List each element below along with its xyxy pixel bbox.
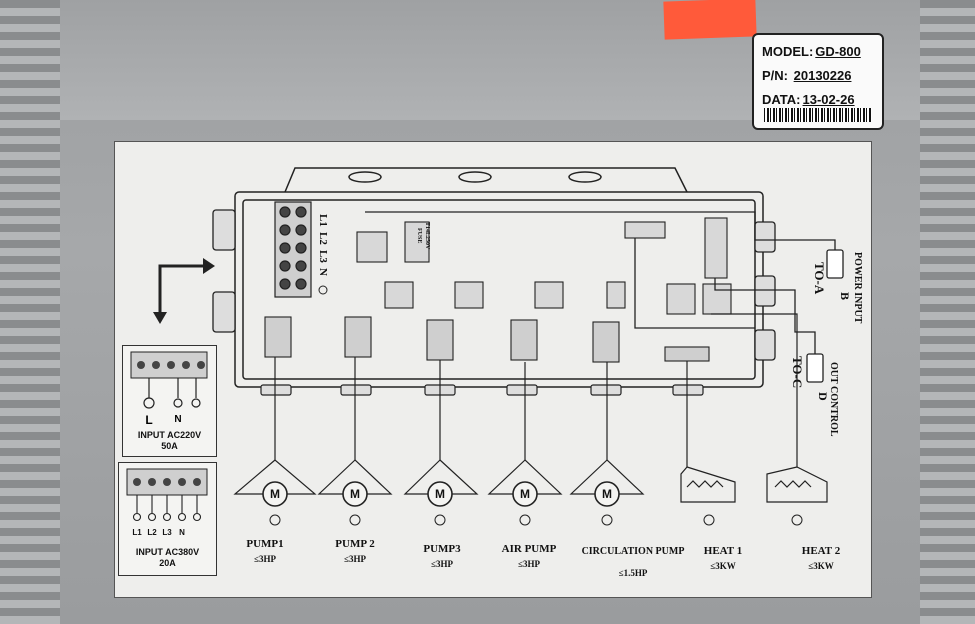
- input-220-current: 50A: [161, 441, 178, 451]
- load-name-heat2: HEAT 2: [802, 545, 841, 557]
- input-380-caption: INPUT AC380V: [135, 547, 200, 557]
- arrow-head-right-icon: [203, 258, 215, 274]
- orange-sticker: [663, 0, 757, 40]
- load-name-circulation-pump: CIRCULATION PUMP: [582, 546, 685, 557]
- control-wires: [365, 211, 836, 354]
- input-ac380v-terminals: L1 L2 L3 N: [126, 468, 208, 537]
- input-ac380v-box: L1 L2 L3 N INPUT AC380V 20A: [118, 462, 217, 576]
- load-rating-pump3: ≤3HP: [431, 559, 453, 569]
- data-row: DATA:13-02-26: [762, 88, 874, 112]
- enclosure-ribs-right: [920, 0, 975, 624]
- fuse-rating-label: T14L250V: [424, 222, 430, 250]
- motor-5-symbol: M: [602, 487, 612, 501]
- barcode-icon: [764, 108, 872, 122]
- input-380-l3-label: L3: [162, 528, 172, 537]
- connector-d-label: D: [816, 392, 830, 401]
- motor-1-symbol: M: [270, 487, 280, 501]
- data-label: DATA:: [762, 92, 801, 107]
- out-control-label: OUT CONTROL: [828, 362, 839, 437]
- arrow-head-down-icon: [153, 312, 167, 324]
- terminal-label-l2: L2: [317, 232, 329, 245]
- input-380-l2-label: L2: [147, 528, 157, 537]
- terminal-label-l1: L1: [317, 214, 329, 227]
- board-components: [356, 217, 732, 315]
- load-rating-circulation-pump: ≤1.5HP: [619, 568, 648, 578]
- load-rating-heat2: ≤3KW: [808, 561, 833, 571]
- pn-row: P/N: 20130226: [762, 64, 874, 88]
- model-label: MODEL:: [762, 44, 814, 59]
- load-name-pump3: PUMP3: [423, 543, 461, 555]
- motor-3-symbol: M: [435, 487, 445, 501]
- load-name-heat1: HEAT 1: [704, 545, 742, 557]
- control-board-outline: [234, 167, 764, 388]
- connector-b-label: B: [838, 292, 852, 300]
- load-rating-air-pump: ≤3HP: [518, 559, 540, 569]
- load-rating-pump2: ≤3HP: [344, 554, 366, 564]
- terminal-label-n: N: [317, 268, 329, 276]
- terminal-label-l3: L3: [317, 250, 329, 263]
- motor-icons: [262, 481, 620, 507]
- input-220-l-label: L: [145, 413, 152, 427]
- out-control-connector: [806, 353, 824, 383]
- heater-symbols: [680, 466, 828, 503]
- power-input-connector: [826, 249, 844, 279]
- input-ac220v-terminals: L N: [130, 351, 208, 427]
- ground-icon: [318, 285, 328, 295]
- load-name-pump2: PUMP 2: [335, 538, 375, 550]
- cable-glands-left: [212, 209, 236, 333]
- load-rating-heat1: ≤3KW: [710, 561, 735, 571]
- model-row: MODEL:GD-800: [762, 40, 874, 64]
- input-380-l1-label: L1: [132, 528, 142, 537]
- load-name-pump1: PUMP1: [246, 538, 283, 550]
- load-wires: [274, 313, 798, 467]
- pn-value: 20130226: [793, 68, 852, 83]
- motor-2-symbol: M: [350, 487, 360, 501]
- wiring-diagram-label: L1 L2 L3 N FUSE T14L250V POWER INPUT B T…: [114, 141, 872, 598]
- pn-label: P/N:: [762, 68, 788, 83]
- main-terminal-block: [274, 201, 312, 298]
- data-value: 13-02-26: [802, 92, 855, 107]
- fuse-label: FUSE: [416, 228, 422, 243]
- to-a-label: TO-A: [812, 262, 827, 295]
- load-rating-pump1: ≤3HP: [254, 554, 276, 564]
- input-380-current: 20A: [159, 558, 176, 568]
- enclosure-ribs-left: [0, 0, 60, 624]
- input-ac220v-box: L N INPUT AC220V 50A: [122, 345, 217, 457]
- input-220-n-label: N: [174, 414, 181, 425]
- wiring-diagram: L1 L2 L3 N FUSE T14L250V POWER INPUT B T…: [153, 167, 863, 578]
- ground-icons: [269, 514, 803, 526]
- input-380-n-label: N: [179, 528, 185, 537]
- output-terminals: [264, 316, 710, 363]
- model-value: GD-800: [815, 44, 861, 59]
- cable-glands-right: [754, 221, 776, 361]
- motor-4-symbol: M: [520, 487, 530, 501]
- power-input-label: POWER INPUT: [852, 252, 863, 324]
- direction-arrow-icon: [158, 264, 203, 312]
- load-name-air-pump: AIR PUMP: [502, 543, 557, 555]
- input-220-caption: INPUT AC220V: [137, 430, 202, 440]
- nameplate-tag: MODEL:GD-800 P/N: 20130226 DATA:13-02-26: [752, 33, 884, 130]
